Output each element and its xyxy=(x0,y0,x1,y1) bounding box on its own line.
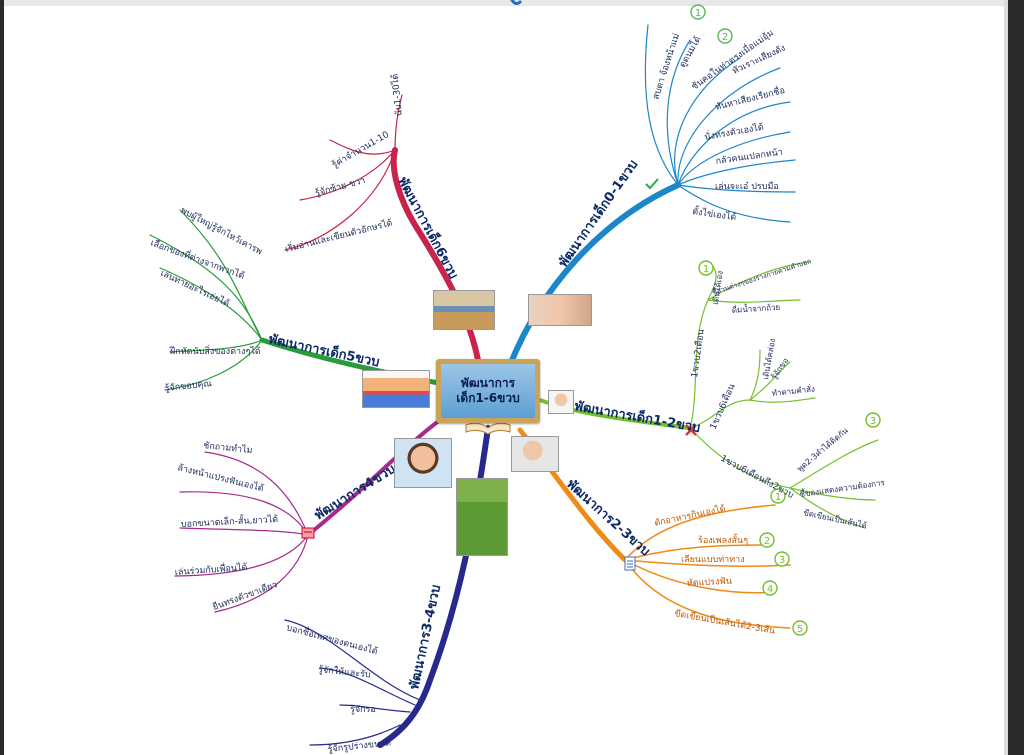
badge-1-green: 1 xyxy=(698,260,714,276)
open-book-icon xyxy=(465,422,511,435)
photo-baby-bottle xyxy=(528,294,592,326)
b34-item-2: รู้จักให้และรับ xyxy=(318,664,372,680)
b6-item-2: รู้ค่าจำนวน1-10 xyxy=(330,129,391,171)
badge-3-green: 3 xyxy=(865,412,881,428)
top-mark xyxy=(510,0,522,6)
b23-item-3: เลียนแบบท่าทาง xyxy=(681,554,745,565)
document-icon xyxy=(624,556,636,571)
b34-item-1: บอกชื่อเพศของตนเองได้ xyxy=(285,620,379,657)
b5-item-1: พบผู้ใหญ่รู้จักไหว้เคารพ xyxy=(179,205,264,257)
branch-title-b23: พัฒนาการ2-3ขวบ xyxy=(563,477,652,559)
scrollbar[interactable] xyxy=(1008,0,1024,755)
b12-sub1-item-2: ชี้ส่วนต่างๆของร่างกายตามคำบอก xyxy=(710,254,812,297)
b6-item-3: รู้จักซ้าย-ขวา xyxy=(314,175,367,199)
b12-sub1: 1ขวบ2เดือน xyxy=(689,329,707,379)
svg-text:3: 3 xyxy=(870,416,876,427)
b4-item-4: เล่นร่วมกับเพื่อนได้ xyxy=(174,560,248,578)
photo-boy-brushing xyxy=(394,438,452,488)
b12-sub2-item-3: ทำตามคำสั่ง xyxy=(771,383,815,398)
svg-text:1: 1 xyxy=(695,8,701,19)
b12-sub3-item-3: ขีดเขียนเป็นเส้นได้ xyxy=(803,507,868,530)
check-icon xyxy=(645,178,659,190)
branch-title-b4: พัฒนาการ4ขวบ xyxy=(312,462,398,524)
b12-sub3-item-2: ชี้ของแสดงความต้องการ xyxy=(799,476,886,499)
svg-text:1: 1 xyxy=(775,492,781,503)
central-topic-line-2: เด็ก1-6ขวบ xyxy=(456,391,520,405)
b12-sub3-item-1: พูด2-3คำได้ติดกัน xyxy=(796,426,851,475)
window-top-bar xyxy=(0,0,1024,6)
window-left-border xyxy=(0,0,4,755)
svg-text:2: 2 xyxy=(764,536,770,547)
b01-item-8: เล่นจะเอ๋ ปรบมือ xyxy=(715,181,779,192)
central-topic[interactable]: พัฒนาการ เด็ก1-6ขวบ xyxy=(436,359,540,423)
photo-sitting-baby xyxy=(511,436,559,472)
badge-4-orange: 4 xyxy=(762,580,778,596)
central-topic-line-1: พัฒนาการ xyxy=(460,376,516,390)
b23-item-2: ร้องเพลงสั้นๆ xyxy=(698,533,748,546)
b12-sub3: 1ขวบ6เดือนถึง2ขวบ xyxy=(719,453,796,501)
cross-icon xyxy=(685,424,697,436)
b01-item-5: หันหาเสียงเรียกชื่อ xyxy=(714,83,786,113)
book-icon xyxy=(301,527,315,539)
photo-toddler-running xyxy=(456,478,508,556)
badge-2-blue: 2 xyxy=(717,28,733,44)
svg-text:3: 3 xyxy=(779,555,785,566)
svg-text:1: 1 xyxy=(703,264,709,275)
branch-title-b5: พัฒนาการเด็ก5ขวบ xyxy=(267,329,381,370)
badge-1-blue: 1 xyxy=(690,4,706,20)
branch-title-b12: พัฒนาการเด็ก1-2ขวบ xyxy=(573,396,702,436)
branch-title-b34: พัฒนาการ3-4ขวบ xyxy=(407,583,444,690)
b6-item-1: นับ1-30ได้ xyxy=(390,73,405,117)
badge-1-orange: 1 xyxy=(770,488,786,504)
b12-sub2: 1ขวบ6เดือน xyxy=(708,382,738,431)
svg-text:4: 4 xyxy=(767,584,773,595)
photo-crawling-baby xyxy=(548,390,574,414)
svg-text:2: 2 xyxy=(722,32,728,43)
badge-2-orange: 2 xyxy=(759,532,775,548)
b23-item-5: ขีดเขียนเป็นเส้นได้2-3เส้น xyxy=(673,606,776,637)
b34-item-3: รู้จักรอ xyxy=(350,704,376,715)
b01-item-9: ตั้งไข่เองได้ xyxy=(692,204,738,223)
badge-3-orange: 3 xyxy=(774,551,790,567)
b01-item-7: กลัวคนแปลกหน้า xyxy=(715,147,784,167)
branch-line-b01 xyxy=(507,182,681,368)
b4-item-1: ชักถามทำไม xyxy=(203,440,253,456)
b5-item-5: รู้จักขอบคุณ xyxy=(164,378,212,394)
branch-title-b6: พัฒนาการเด็ก6ขวบ xyxy=(394,173,463,281)
b23-item-1: ตักอาหารกินเองได้ xyxy=(653,503,726,529)
branch-line-b4 xyxy=(306,418,442,537)
b5-item-3: เล่นทายอะไรเอ่ยได้ xyxy=(159,268,232,310)
b5-item-4: ฝึกหัดนับสิ่งของต่างๆได้ xyxy=(169,344,261,357)
b12-sub1-item-3: ดื่มน้ำจากถ้วย xyxy=(731,301,780,315)
photo-classroom xyxy=(433,290,495,330)
photo-kids-playing xyxy=(362,370,430,408)
b6-item-4: เริ่มอ่านและเขียนตัวอักษรได้ xyxy=(284,216,394,255)
b4-item-5: ยืนทรงตัวขาเดียว xyxy=(211,579,279,613)
badge-5-orange: 5 xyxy=(792,620,808,636)
b23-item-4: หัดแปรงฟัน xyxy=(687,577,733,589)
svg-text:5: 5 xyxy=(797,624,803,635)
window-right-gutter xyxy=(1004,0,1008,755)
b4-item-3: บอกขนาดเล็ก-สั้น,ยาวได้ xyxy=(180,512,278,530)
